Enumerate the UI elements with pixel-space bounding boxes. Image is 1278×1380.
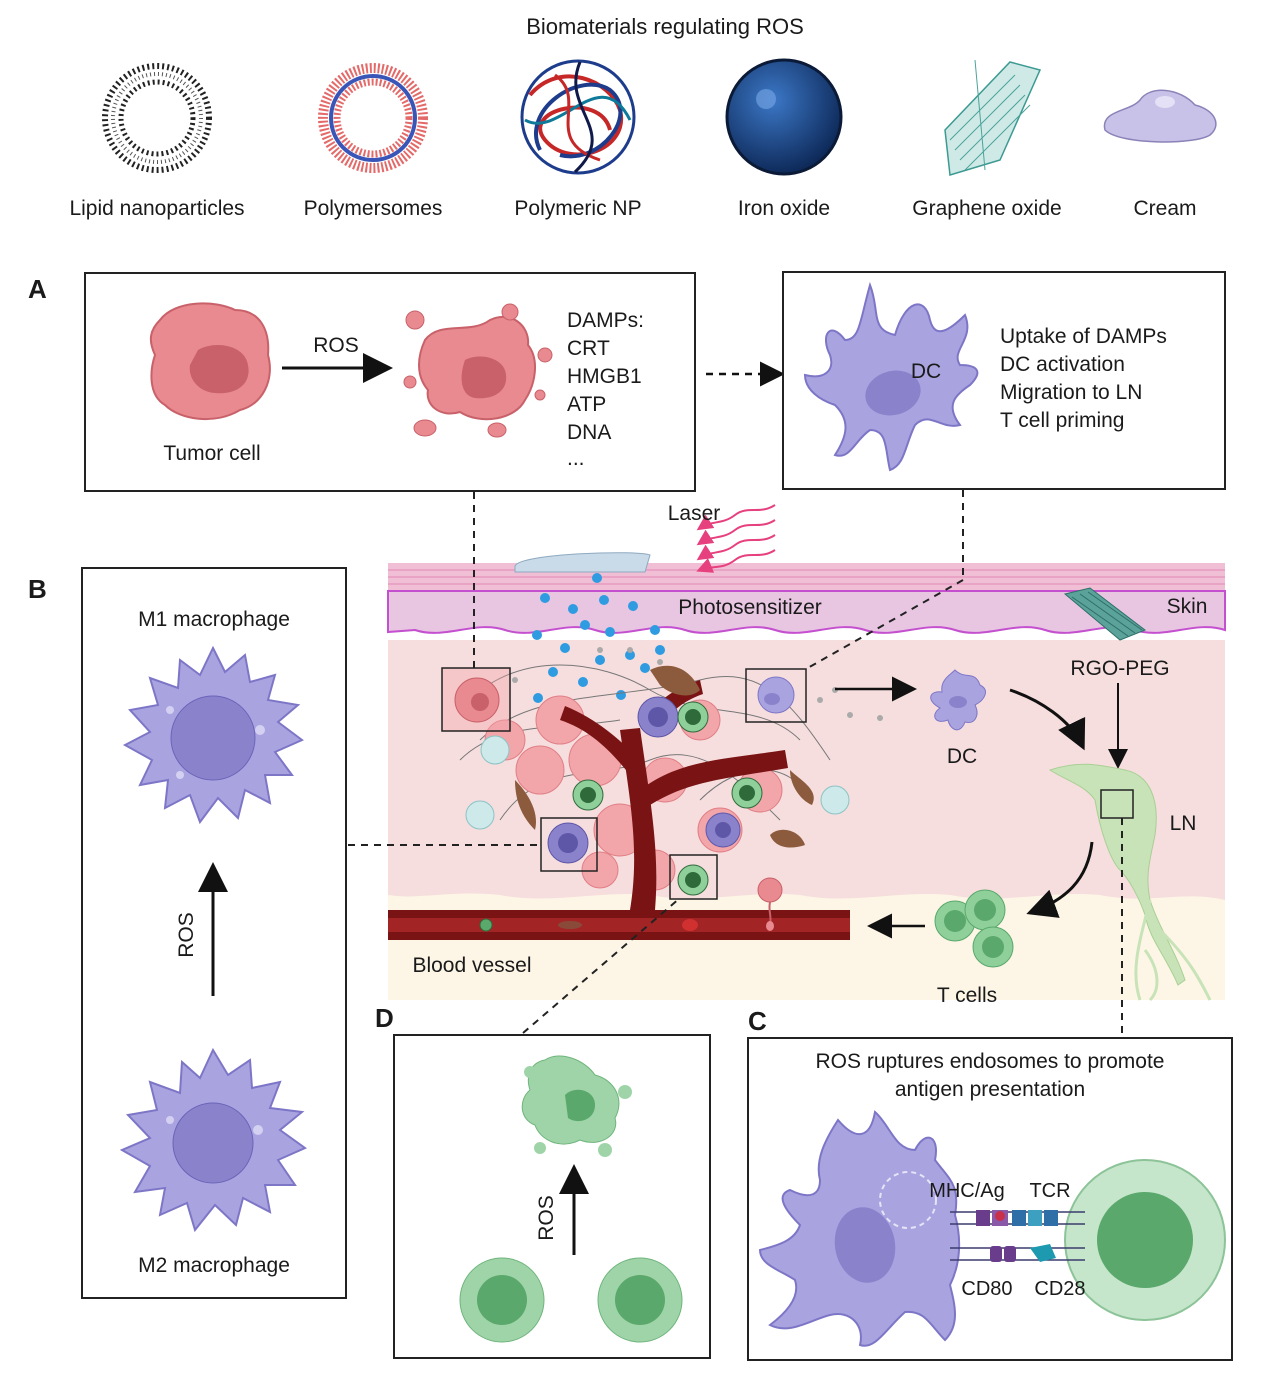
lymph-node-icon bbox=[1048, 763, 1212, 1002]
laser-label: Laser bbox=[668, 502, 721, 525]
cream-blob-icon bbox=[1103, 89, 1217, 143]
debris-dots bbox=[512, 647, 883, 721]
panel-letter-b: B bbox=[28, 574, 47, 604]
t-cell-icon bbox=[459, 1257, 683, 1343]
dc-step-2: Migration to LN bbox=[1000, 381, 1142, 404]
dying-tumor-cell-icon bbox=[403, 303, 553, 438]
scene-macrophages bbox=[547, 696, 741, 864]
patch-icon bbox=[514, 552, 651, 573]
rgo-peg-label: RGO-PEG bbox=[1070, 657, 1169, 680]
photosensitizer-particles bbox=[532, 573, 665, 703]
panel-a-dc-label: DC bbox=[911, 360, 941, 383]
photosensitizer-label: Photosensitizer bbox=[678, 596, 822, 619]
skin-label: Skin bbox=[1167, 595, 1208, 618]
mhc-ag-label: MHC/Ag bbox=[929, 1180, 1005, 1202]
dc-zoom-box bbox=[745, 668, 807, 723]
biomaterial-label-graphene: Graphene oxide bbox=[912, 197, 1061, 220]
subcutis-layer bbox=[388, 890, 1225, 1000]
tcells-label: T cells bbox=[937, 984, 997, 1007]
lipid-nanoparticle-icon bbox=[102, 63, 212, 173]
dying-cell-drip bbox=[757, 877, 783, 931]
scene-fibroblasts bbox=[515, 665, 814, 848]
tcell-zoom-box bbox=[669, 854, 718, 900]
panel-letter-c: C bbox=[748, 1006, 767, 1036]
m1-label: M1 macrophage bbox=[138, 608, 290, 631]
biomaterial-label-lipid: Lipid nanoparticles bbox=[69, 197, 244, 220]
dying-t-cell-icon bbox=[521, 1055, 632, 1157]
t-cell-group-icon bbox=[934, 889, 1014, 968]
damps-line-4: DNA bbox=[567, 421, 611, 444]
tumor-cell-label: Tumor cell bbox=[163, 442, 260, 465]
ln-zoom-box bbox=[1100, 789, 1134, 819]
graphene-sheet-icon bbox=[944, 59, 1042, 176]
panel-a-ros-label: ROS bbox=[313, 334, 359, 357]
iron-oxide-sphere-icon bbox=[725, 58, 843, 176]
t-cell-large-icon bbox=[1064, 1159, 1226, 1321]
scene-dc-label: DC bbox=[947, 745, 977, 768]
scene-tcells bbox=[572, 701, 763, 896]
damps-line-0: DAMPs: bbox=[567, 309, 644, 332]
ln-label: LN bbox=[1170, 812, 1197, 835]
biomaterial-label-iron-oxide: Iron oxide bbox=[738, 197, 830, 220]
damps-line-1: CRT bbox=[567, 337, 610, 360]
cd28-label: CD28 bbox=[1034, 1278, 1085, 1300]
rgo-peg-icon bbox=[1063, 587, 1147, 641]
connector-lines bbox=[348, 490, 1123, 1035]
polymersome-icon bbox=[318, 63, 428, 173]
dc-step-0: Uptake of DAMPs bbox=[1000, 325, 1167, 348]
biomaterial-label-polymeric-np: Polymeric NP bbox=[514, 197, 641, 220]
immune-synapse-receptors bbox=[950, 1210, 1085, 1262]
m1-macrophage-icon bbox=[122, 645, 304, 825]
migrating-dc-icon bbox=[930, 669, 986, 731]
panel-b-ros-label: ROS bbox=[175, 912, 198, 958]
damps-line-2: HMGB1 bbox=[567, 365, 642, 388]
panel-c-title-2: antigen presentation bbox=[895, 1078, 1085, 1101]
antigen-presenting-dc-icon bbox=[758, 1110, 961, 1347]
biomaterial-label-cream: Cream bbox=[1133, 197, 1196, 220]
dc-step-3: T cell priming bbox=[1000, 409, 1124, 432]
macrophage-zoom-box bbox=[540, 817, 598, 872]
m2-macrophage-icon bbox=[119, 1047, 307, 1233]
cd80-label: CD80 bbox=[961, 1278, 1012, 1300]
tumor-cell-icon bbox=[149, 302, 271, 421]
panel-letter-d: D bbox=[375, 1003, 394, 1033]
polymeric-np-icon bbox=[520, 59, 636, 175]
m2-label: M2 macrophage bbox=[138, 1254, 290, 1277]
damps-line-3: ATP bbox=[567, 393, 606, 416]
scene-light-cells bbox=[465, 735, 850, 830]
panel-d-ros-label: ROS bbox=[535, 1195, 558, 1241]
panel-c-title-1: ROS ruptures endosomes to promote bbox=[815, 1050, 1164, 1073]
laser-waves-icon bbox=[696, 504, 776, 573]
dendritic-cell-icon bbox=[803, 281, 979, 472]
header-title: Biomaterials regulating ROS bbox=[526, 14, 804, 39]
damps-line-5: ... bbox=[567, 447, 585, 470]
dc-step-1: DC activation bbox=[1000, 353, 1125, 376]
blood-vessel-label: Blood vessel bbox=[412, 954, 531, 977]
tcr-label: TCR bbox=[1029, 1180, 1070, 1202]
ln-to-tcells-arrow bbox=[1026, 841, 1094, 918]
panel-letter-a: A bbox=[28, 274, 47, 304]
biomaterial-label-polymersome: Polymersomes bbox=[304, 197, 443, 220]
dc-to-ln-arrow bbox=[1009, 688, 1086, 751]
